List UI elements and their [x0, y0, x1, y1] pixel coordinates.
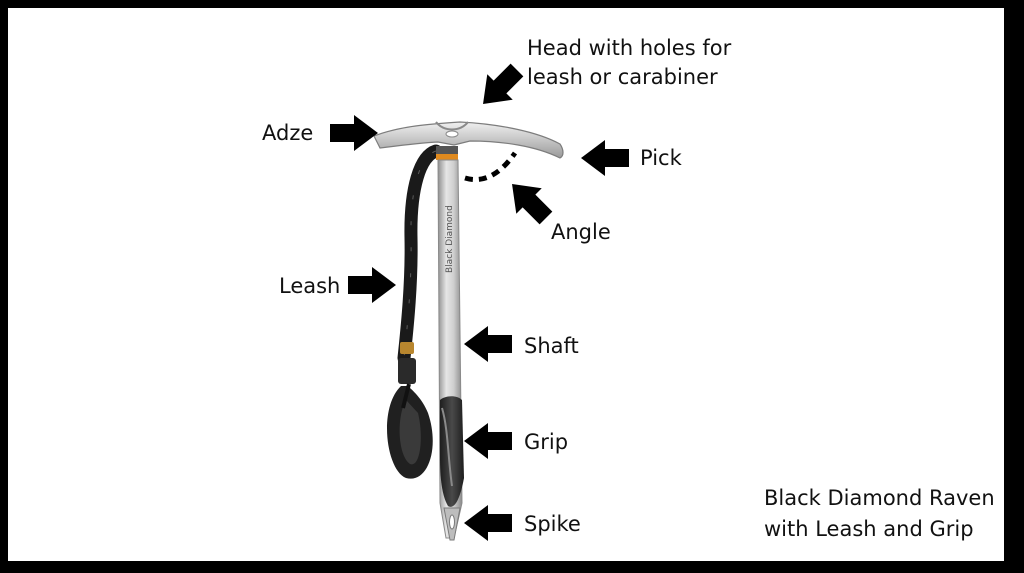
leash-arrow-icon [348, 267, 396, 303]
label-leash: Leash [279, 274, 341, 298]
pick-arrow-icon [581, 140, 629, 176]
label-adze: Adze [262, 121, 314, 145]
label-shaft: Shaft [524, 334, 579, 358]
leash-strap [387, 144, 443, 479]
label-head-line2: leash or carabiner [527, 65, 718, 89]
caption-line2: with Leash and Grip [764, 517, 974, 541]
label-pick: Pick [640, 146, 682, 170]
label-grip: Grip [524, 430, 569, 454]
spike-arrow-icon [464, 505, 512, 541]
shaft-brand-text: Black Diamond [445, 205, 455, 273]
axe-head [373, 121, 564, 159]
diagram-frame: Black Diamond Head with holes for leash … [8, 8, 1004, 561]
adze-arrow-icon [330, 115, 378, 151]
caption-line1: Black Diamond Raven [764, 486, 995, 510]
ice-axe-illustration: Black Diamond [330, 63, 629, 541]
label-spike: Spike [524, 512, 581, 536]
head-arrow-icon [483, 63, 524, 104]
axe-grip [440, 396, 464, 507]
axe-spike [443, 507, 461, 541]
shaft-arrow-icon [464, 326, 512, 362]
angle-arc [464, 151, 518, 183]
angle-arrow-icon [512, 184, 553, 225]
label-angle: Angle [551, 220, 611, 244]
label-head-line1: Head with holes for [527, 36, 732, 60]
grip-arrow-icon [464, 423, 512, 459]
